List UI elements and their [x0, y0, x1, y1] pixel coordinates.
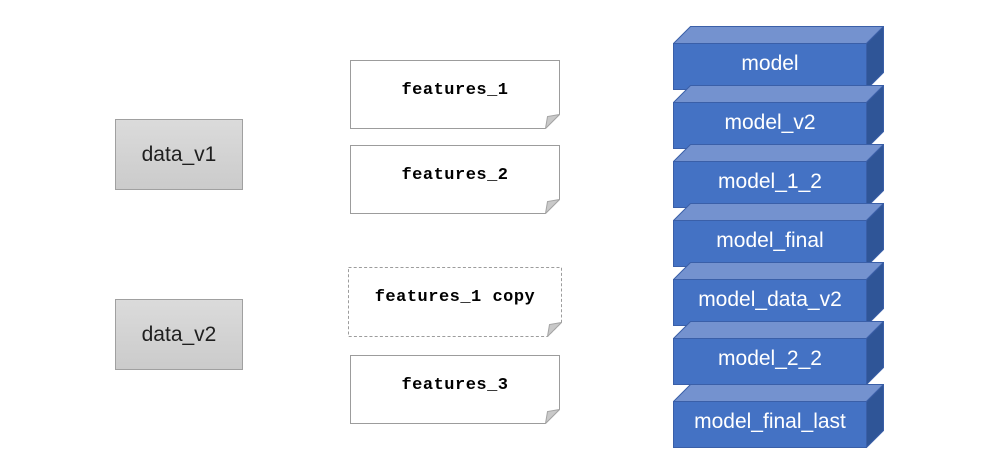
- model-cube-label: model: [741, 52, 799, 75]
- folded-corner-icon: [544, 113, 560, 129]
- model-cube-label: model_2_2: [718, 347, 822, 370]
- data-node-label: data_v2: [141, 322, 217, 346]
- model-cube-2: model_v2: [673, 85, 884, 149]
- cube-shape: [673, 384, 884, 448]
- model-cube-label: model_final: [716, 229, 824, 252]
- cube-shape: [673, 144, 884, 208]
- model-cube-7: model_final_last: [673, 384, 884, 448]
- note-shape: [350, 145, 560, 214]
- feature-note-label: features_1: [401, 80, 509, 100]
- feature-note-label: features_1 copy: [374, 288, 536, 307]
- folded-corner-icon: [544, 408, 560, 424]
- data-node-v1: data_v1: [115, 119, 243, 190]
- folded-corner-icon: [544, 198, 560, 214]
- feature-note-label: features_3: [401, 375, 509, 395]
- feature-note-3: features_3: [350, 355, 560, 424]
- model-cube-label: model_v2: [724, 111, 816, 134]
- feature-note-2: features_2: [350, 145, 560, 214]
- model-cube-4: model_final: [673, 203, 884, 267]
- model-cube-6: model_2_2: [673, 321, 884, 385]
- note-shape: [348, 267, 562, 337]
- cube-shape: [673, 85, 884, 149]
- note-shape: [350, 355, 560, 424]
- model-cube-3: model_1_2: [673, 144, 884, 208]
- note-shape: [350, 60, 560, 129]
- feature-note-1: features_1: [350, 60, 560, 129]
- data-node-v2: data_v2: [115, 299, 243, 370]
- cube-shape: [673, 262, 884, 326]
- model-cube-label: model_final_last: [694, 410, 846, 433]
- feature-note-1-copy: features_1 copy: [348, 267, 562, 337]
- model-cube-label: model_data_v2: [698, 288, 842, 311]
- feature-note-label: features_2: [401, 165, 509, 185]
- model-cube-label: model_1_2: [718, 170, 822, 193]
- model-cube-5: model_data_v2: [673, 262, 884, 326]
- model-cube-1: model: [673, 26, 884, 90]
- cube-shape: [673, 26, 884, 90]
- data-node-label: data_v1: [141, 142, 217, 166]
- cube-shape: [673, 321, 884, 385]
- folded-corner-icon: [546, 321, 562, 337]
- cube-shape: [673, 203, 884, 267]
